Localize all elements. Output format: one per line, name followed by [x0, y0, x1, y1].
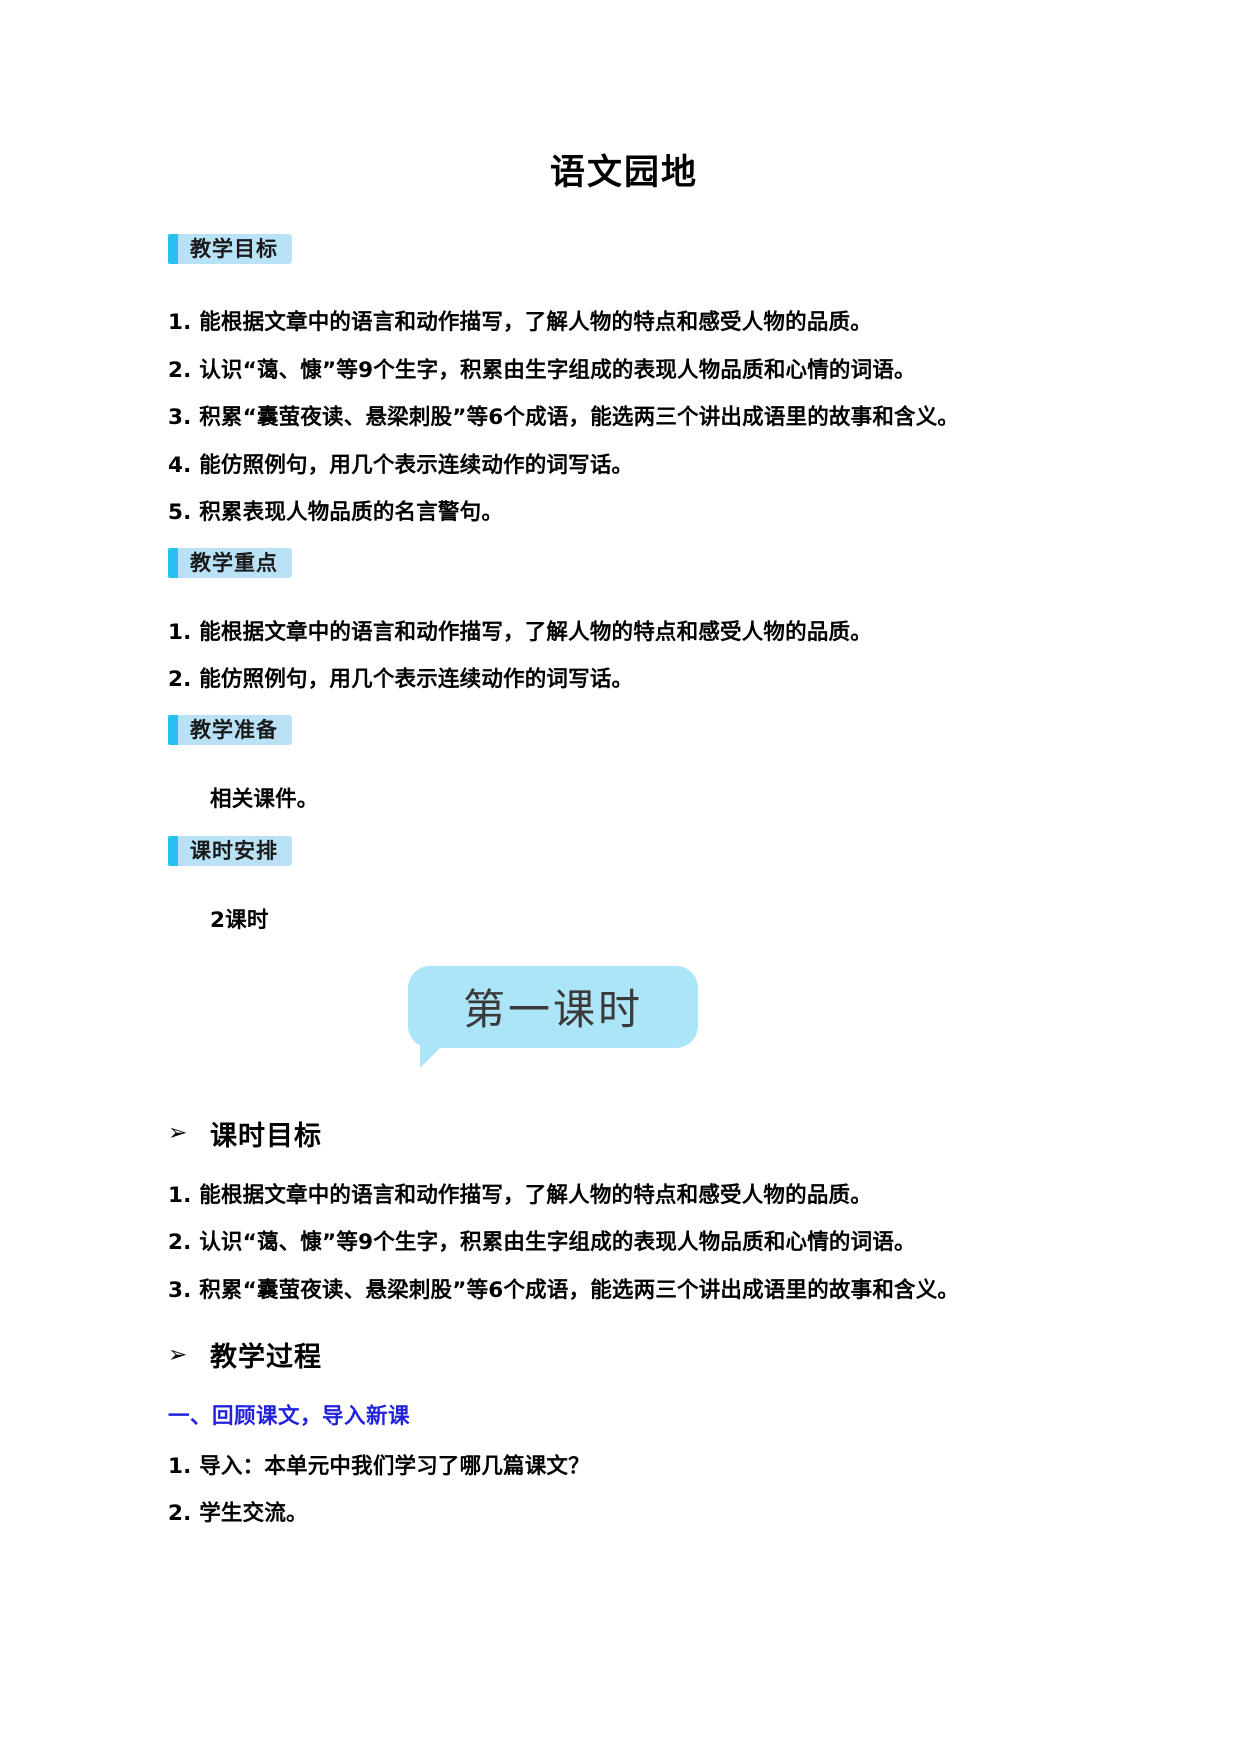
key-point-item-2: 2. 能仿照例句，用几个表示连续动作的词写话。 — [168, 667, 634, 692]
lesson-objectives-heading: ➢ 课时目标 — [168, 1114, 1080, 1153]
document-content: 语文园地 教学目标 1. 能根据文章中的语言和动作描写，了解人物的特点和感受人物… — [168, 0, 1080, 1525]
lesson-objective-item-1: 1. 能根据文章中的语言和动作描写，了解人物的特点和感受人物的品质。 — [168, 1182, 872, 1208]
accent-bar-icon — [168, 714, 178, 745]
section-header-objectives-wrap: 教学目标 — [168, 234, 1080, 264]
section-header-key-points-label: 教学重点 — [190, 550, 278, 575]
section-header-objectives-label: 教学目标 — [190, 237, 278, 261]
preparation-item-1: 相关课件。 — [210, 786, 319, 812]
section-header-schedule-wrap: 课时安排 — [168, 836, 1080, 866]
arrow-bullet-icon: ➢ — [168, 1341, 189, 1368]
section-header-schedule-label: 课时安排 — [190, 839, 278, 863]
section-header-key-points-wrap: 教学重点 — [168, 547, 1080, 578]
objective-item-1: 1. 能根据文章中的语言和动作描写，了解人物的特点和感受人物的品质。 — [168, 310, 872, 335]
accent-bar-icon — [168, 234, 178, 264]
objective-item-5: 5. 积累表现人物品质的名言警句。 — [168, 500, 504, 525]
section-header-preparation-label: 教学准备 — [190, 717, 278, 742]
lesson-bubble: 第一课时 — [408, 965, 698, 1048]
lesson-objective-item-2: 2. 认识“蔼、慷”等9个生字，积累由生字组成的表现人物品质和心情的词语。 — [168, 1230, 916, 1255]
key-point-item-1: 1. 能根据文章中的语言和动作描写，了解人物的特点和感受人物的品质。 — [168, 619, 872, 645]
objective-item-3: 3. 积累“囊萤夜读、悬梁刺股”等6个成语，能选两三个讲出成语里的故事和含义。 — [168, 405, 960, 430]
lesson-bubble-label: 第一课时 — [462, 985, 643, 1034]
lesson-process-heading: ➢ 教学过程 — [168, 1335, 1080, 1374]
process-step-2: 2. 学生交流。 — [168, 1501, 308, 1526]
objective-item-4: 4. 能仿照例句，用几个表示连续动作的词写话。 — [168, 452, 634, 478]
page-title: 语文园地 — [549, 153, 698, 193]
section-header-schedule: 课时安排 — [168, 836, 292, 866]
lesson-objectives-heading-label: 课时目标 — [210, 1120, 322, 1152]
process-step-1: 1. 导入：本单元中我们学习了哪几篇课文？ — [168, 1453, 590, 1479]
accent-bar-icon — [168, 547, 178, 578]
schedule-item-1: 2课时 — [210, 908, 269, 933]
lesson-subsection-title: 一、回顾课文，导入新课 — [168, 1404, 411, 1429]
objective-item-2: 2. 认识“蔼、慷”等9个生字，积累由生字组成的表现人物品质和心情的词语。 — [168, 357, 916, 383]
lesson-process-heading-label: 教学过程 — [210, 1342, 322, 1373]
accent-bar-icon — [168, 836, 178, 866]
arrow-bullet-icon: ➢ — [168, 1120, 189, 1146]
lesson-objective-item-3: 3. 积累“囊萤夜读、悬梁刺股”等6个成语，能选两三个讲出成语里的故事和含义。 — [168, 1277, 960, 1303]
section-header-key-points: 教学重点 — [168, 547, 292, 578]
section-header-preparation: 教学准备 — [168, 714, 292, 745]
section-header-preparation-wrap: 教学准备 — [168, 714, 1080, 745]
section-header-objectives: 教学目标 — [168, 234, 292, 264]
lesson-bubble-zone: 第一课时 — [168, 962, 1080, 1078]
lesson-bubble-tail-icon — [420, 1041, 446, 1068]
